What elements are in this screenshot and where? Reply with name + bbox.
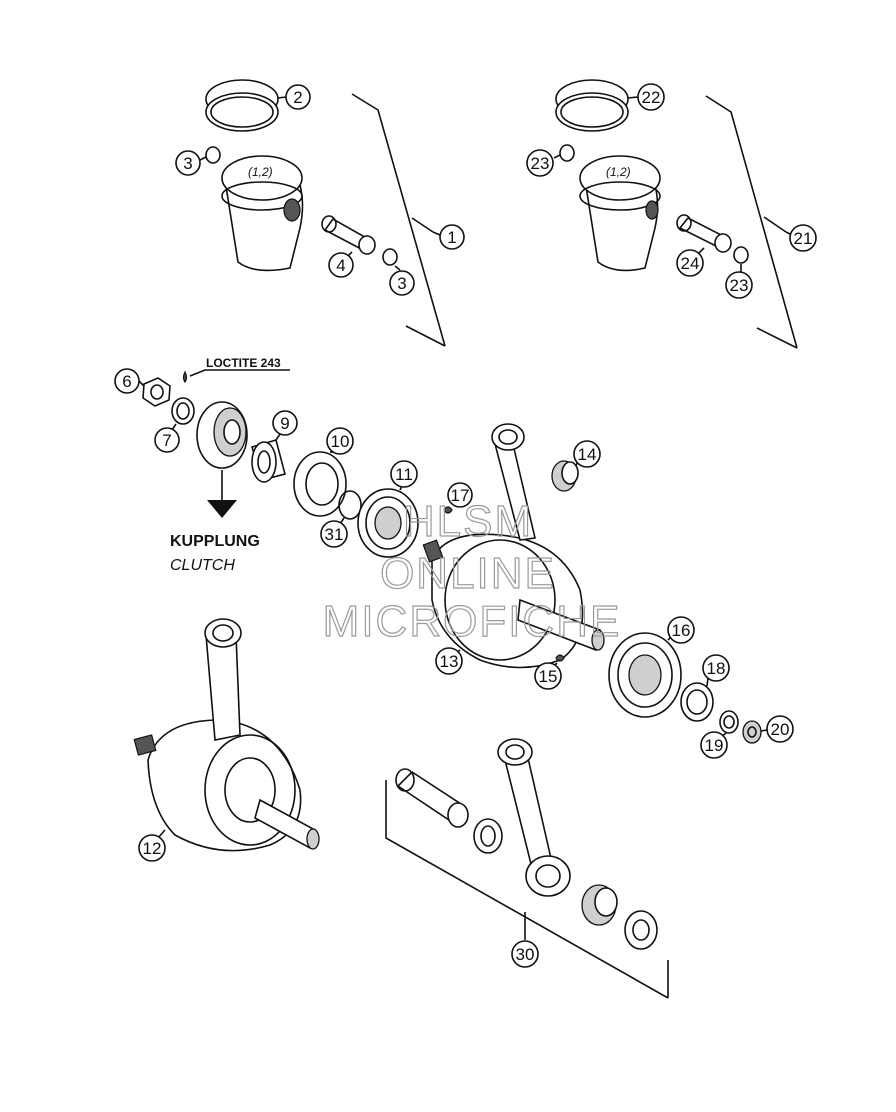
- callout-1-text: 1: [447, 228, 456, 247]
- callout-10-text: 10: [331, 432, 350, 451]
- callout-11-text: 11: [395, 465, 413, 484]
- callout-12: 12: [138, 829, 166, 862]
- callout-6: 6: [114, 368, 145, 394]
- key-17: [443, 506, 453, 514]
- callout-2-text: 2: [293, 88, 302, 107]
- nut-20: [742, 720, 762, 744]
- piston-mark-left: (1,2): [248, 165, 273, 179]
- callout-15: 15: [534, 662, 562, 690]
- conrod-kit-30: [385, 738, 669, 999]
- callout-9-text: 9: [280, 414, 289, 433]
- callout-19-text: 19: [705, 736, 724, 755]
- loctite-label: LOCTITE 243: [206, 356, 281, 370]
- callout-6-text: 6: [122, 372, 131, 391]
- callout-16-text: 16: [672, 621, 691, 640]
- callout-30: 30: [511, 940, 539, 968]
- circlip-3-left: [205, 146, 221, 164]
- clutch-label: KUPPLUNG CLUTCH: [170, 533, 260, 574]
- callout-22: 22: [627, 83, 665, 111]
- circlip-23-left: [559, 144, 575, 162]
- seal-18: [680, 682, 714, 722]
- callout-31: 31: [320, 517, 348, 548]
- watermark-line-1: HLSM: [403, 497, 533, 546]
- callout-12-text: 12: [143, 839, 162, 858]
- callout-21-text: 21: [794, 229, 813, 248]
- callout-31-text: 31: [325, 525, 344, 544]
- callout-1: 1: [432, 224, 465, 250]
- callout-24: 24: [676, 247, 705, 277]
- o-ring-31: [338, 490, 362, 520]
- kupplung-label: KUPPLUNG: [170, 533, 260, 550]
- callout-4-text: 4: [336, 256, 345, 275]
- watermark-line-3: MICROFICHE: [323, 597, 622, 646]
- callout-13-text: 13: [440, 652, 459, 671]
- callout-2: 2: [277, 84, 311, 110]
- clutch-label-text: CLUTCH: [170, 557, 235, 574]
- gear: [196, 401, 248, 518]
- callout-3b-text: 3: [397, 274, 406, 293]
- key-15: [555, 654, 565, 662]
- washer-19: [719, 710, 739, 734]
- piston-pin-24: [676, 214, 732, 253]
- callout-3a-text: 3: [183, 154, 192, 173]
- washer-7: [171, 397, 195, 425]
- callout-3b: 3: [389, 265, 415, 296]
- callout-14: 14: [573, 440, 601, 468]
- callout-23b: 23: [725, 264, 753, 299]
- nut-6: [142, 377, 171, 407]
- callout-23a-text: 23: [531, 154, 550, 173]
- crankshaft-12: [133, 618, 320, 852]
- bearing-16: [608, 632, 682, 718]
- bearing-11: [357, 488, 419, 558]
- callout-7-text: 7: [162, 431, 171, 450]
- callout-3a: 3: [175, 150, 207, 176]
- callout-23a: 23: [526, 149, 561, 177]
- callout-18-text: 18: [707, 659, 726, 678]
- callout-20: 20: [760, 715, 794, 743]
- seal-10: [293, 451, 347, 517]
- callout-30-text: 30: [516, 945, 535, 964]
- callout-13: 13: [435, 647, 463, 675]
- circlip-23-right: [733, 246, 749, 264]
- callout-17-text: 17: [451, 486, 470, 505]
- piston-mark-right: (1,2): [606, 165, 631, 179]
- callout-15-text: 15: [539, 667, 558, 686]
- callout-23b-text: 23: [730, 276, 749, 295]
- piston-ring-22: [555, 79, 629, 132]
- callout-4: 4: [328, 251, 354, 278]
- callout-21: 21: [785, 224, 817, 252]
- callout-7: 7: [154, 423, 180, 453]
- piston-right: (1,2): [579, 155, 661, 272]
- bracket-1: [351, 93, 446, 347]
- callout-22-text: 22: [642, 88, 661, 107]
- watermark-line-2: ONLINE: [380, 549, 556, 598]
- callout-20-text: 20: [771, 720, 790, 739]
- callout-17: 17: [447, 482, 473, 508]
- needle-bearing-14: [551, 460, 579, 492]
- crankshaft-13: [422, 423, 605, 669]
- bracket-21: [705, 95, 798, 349]
- watermark: HLSM ONLINE MICROFICHE: [322, 496, 622, 646]
- callout-14-text: 14: [578, 445, 597, 464]
- callout-24-text: 24: [681, 254, 700, 273]
- callout-19: 19: [700, 731, 728, 759]
- piston-ring-2: [205, 79, 279, 132]
- callout-16: 16: [667, 616, 695, 644]
- callout-11: 11: [390, 460, 418, 491]
- spacer-9: [250, 439, 286, 483]
- circlip-3-right: [382, 248, 398, 266]
- callout-18: 18: [702, 654, 730, 687]
- piston-left: (1,2): [221, 155, 304, 272]
- callout-10: 10: [326, 427, 354, 455]
- callout-9: 9: [272, 410, 298, 441]
- loctite-drop: LOCTITE 243: [182, 356, 290, 384]
- piston-pin-4: [321, 215, 376, 255]
